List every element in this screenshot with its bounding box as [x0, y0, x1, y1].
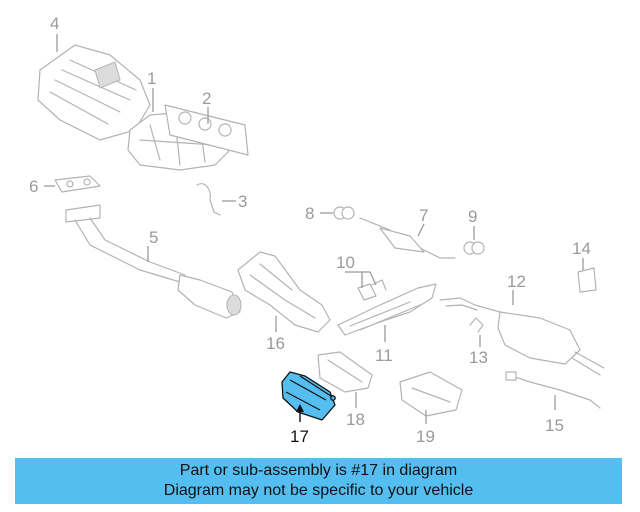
part-5-front-pipe[interactable] — [65, 204, 242, 319]
part-9-clamp[interactable] — [463, 241, 485, 255]
part-13-clip[interactable] — [469, 317, 484, 333]
callout-12[interactable]: 12 — [507, 272, 526, 291]
part-7-resonator[interactable] — [359, 217, 456, 259]
leader-10 — [345, 271, 377, 288]
part-19-heat-shield[interactable] — [399, 371, 463, 417]
part-18-heat-shield[interactable] — [317, 351, 373, 393]
callout-1[interactable]: 1 — [147, 69, 156, 88]
banner-line-1: Part or sub-assembly is #17 in diagram — [179, 462, 458, 479]
callout-6[interactable]: 6 — [29, 177, 38, 196]
callout-9[interactable]: 9 — [468, 207, 477, 226]
callout-17[interactable]: 17 — [290, 427, 309, 446]
leader-7 — [417, 223, 425, 237]
callout-18[interactable]: 18 — [346, 410, 365, 429]
callout-13[interactable]: 13 — [469, 348, 488, 367]
banner-line-2: Diagram may not be specific to your vehi… — [163, 482, 474, 499]
part-17-heat-shield-highlighted[interactable] — [281, 371, 336, 421]
part-2-manifold-gasket[interactable] — [164, 104, 249, 156]
part-14-hanger[interactable] — [577, 267, 597, 293]
callout-19[interactable]: 19 — [416, 427, 435, 446]
callout-16[interactable]: 16 — [266, 334, 285, 353]
part-12-muffler[interactable] — [439, 297, 605, 376]
part-8-clamp[interactable] — [333, 206, 355, 220]
part-11-center-heat-shield[interactable] — [337, 283, 437, 336]
callout-11[interactable]: 11 — [375, 346, 393, 365]
callout-8[interactable]: 8 — [305, 204, 314, 223]
callout-7[interactable]: 7 — [419, 206, 428, 225]
callout-2[interactable]: 2 — [202, 89, 211, 108]
info-banner: Part or sub-assembly is #17 in diagram D… — [15, 458, 622, 504]
callout-5[interactable]: 5 — [149, 228, 158, 247]
part-3-bracket[interactable] — [196, 183, 221, 216]
arrow-17-icon — [296, 404, 304, 412]
part-16-heat-shield[interactable] — [237, 251, 331, 333]
callout-15[interactable]: 15 — [545, 416, 564, 435]
part-6-flange-gasket[interactable] — [54, 175, 101, 193]
callout-14[interactable]: 14 — [572, 239, 591, 258]
callout-4[interactable]: 4 — [50, 14, 59, 33]
part-4-engine-cover[interactable] — [37, 44, 151, 141]
callout-10[interactable]: 10 — [336, 253, 355, 272]
callout-3[interactable]: 3 — [238, 192, 247, 211]
part-15-oxygen-sensor[interactable] — [505, 371, 601, 409]
